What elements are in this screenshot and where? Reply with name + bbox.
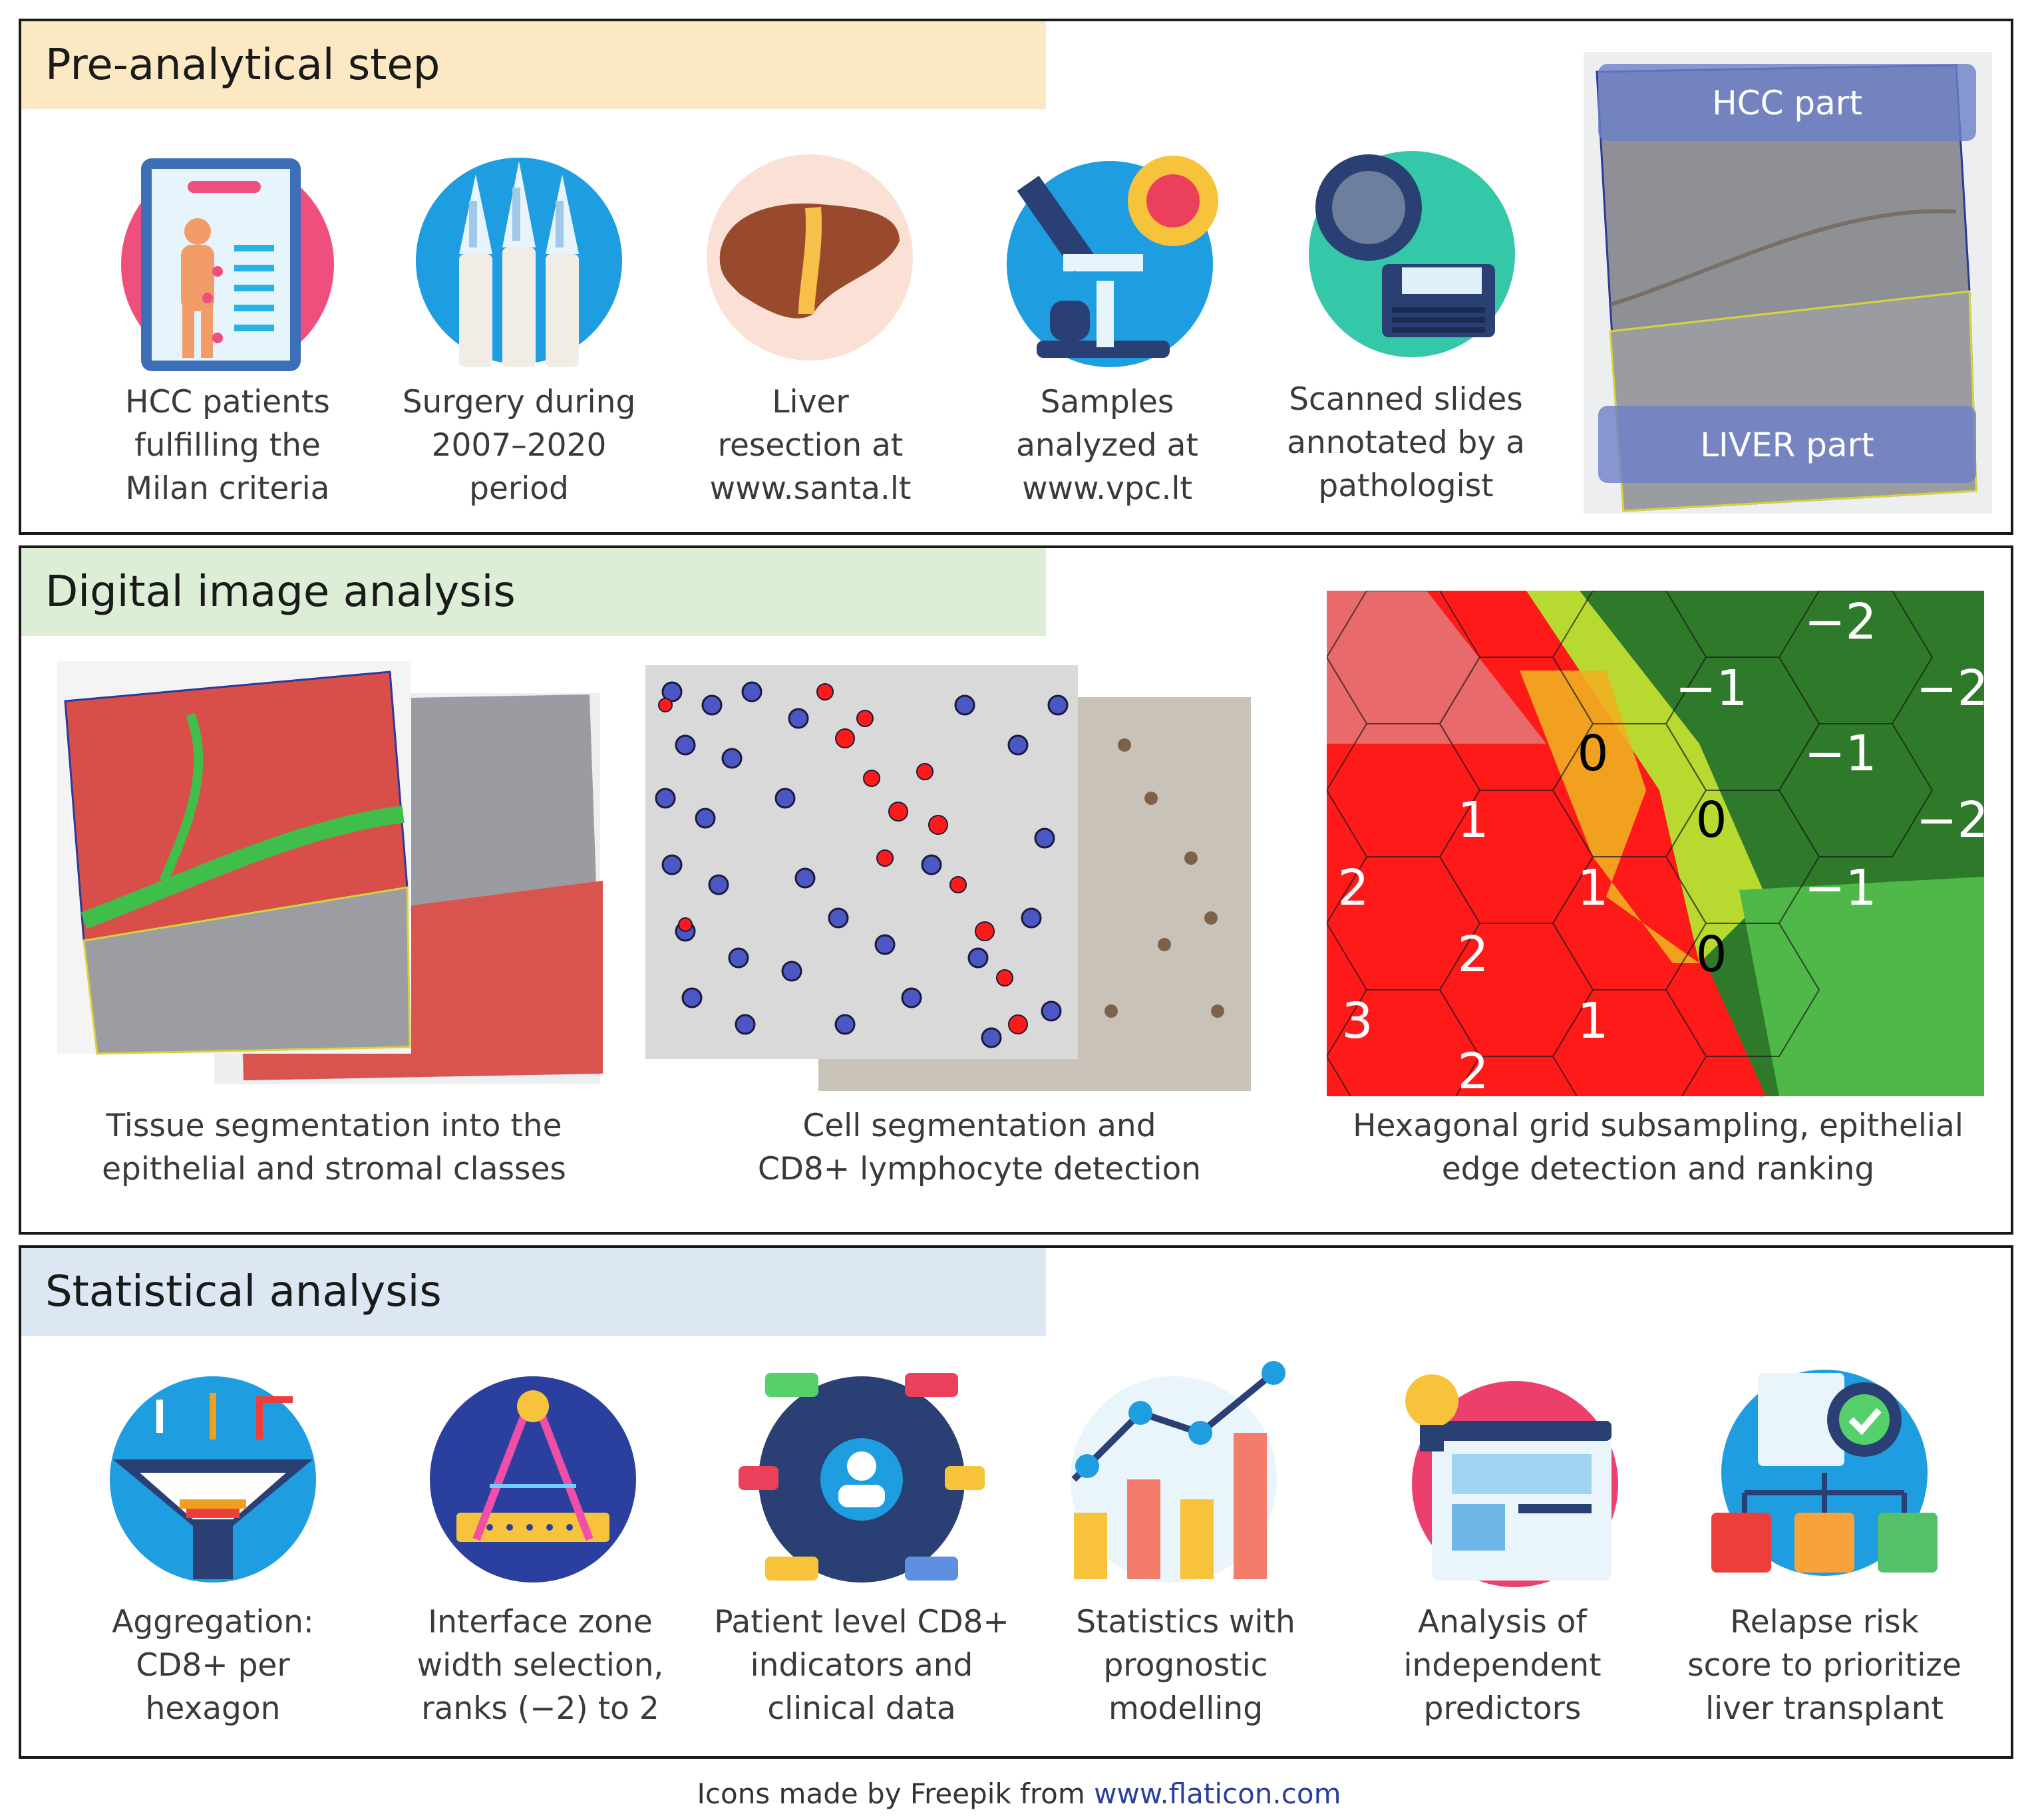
panel-title: Digital image analysis [21, 548, 1046, 636]
funnel-icon [110, 1376, 316, 1583]
step-caption: Liver resection at www.santa.lt [709, 384, 912, 507]
compass-icon [430, 1376, 636, 1583]
hex-rank: 2 [1337, 859, 1369, 917]
whole-slide-image: HCC part LIVER part [1584, 52, 1992, 514]
network-icon [739, 1373, 985, 1583]
hex-rank: 2 [1457, 1043, 1488, 1096]
step-caption: Patient level CD8+ indicators and clinic… [714, 1604, 1009, 1727]
panel-caption: Hexagonal grid subsampling, epithelial e… [1353, 1108, 1963, 1187]
panel-title: Statistical analysis [21, 1248, 1046, 1336]
hex-rank: 0 [1695, 926, 1727, 983]
liver-part-label: LIVER part [1700, 426, 1874, 464]
scalpels-icon [416, 158, 622, 367]
step-caption: Scanned slides annotated by a pathologis… [1287, 381, 1525, 504]
pre-analytical-panel: Pre-analytical step HCC patients fulfill… [19, 19, 2013, 535]
hex-rank: 1 [1457, 792, 1488, 849]
hex-rank: 0 [1577, 725, 1608, 782]
step-caption: HCC patients fulfilling the Milan criter… [125, 384, 330, 507]
chart-icon [1071, 1361, 1285, 1583]
panel-caption: Tissue segmentation into the epithelial … [102, 1108, 566, 1187]
hexagonal-grid-image: −2 −1 −2 0 −1 1 0 −2 2 1 −1 2 0 3 1 2 [1327, 591, 1984, 1096]
step-caption: Surgery during 2007–2020 period [402, 384, 636, 507]
step-caption: Analysis of independent predictors [1403, 1604, 1602, 1727]
step-caption: Relapse risk score to prioritize liver t… [1687, 1604, 1961, 1727]
hex-rank: 3 [1341, 992, 1373, 1050]
hex-rank: −1 [1804, 725, 1876, 782]
digital-analysis-panel: Digital image analysis Tissue segmentati… [19, 545, 2013, 1235]
hex-rank: −1 [1675, 660, 1747, 717]
step-caption: Samples analyzed at www.vpc.lt [1016, 384, 1198, 507]
step-caption: Statistics with prognostic modelling [1076, 1604, 1295, 1727]
org-check-icon [1711, 1370, 1938, 1576]
icon-credit: Icons made by Freepik from www.flaticon.… [0, 1777, 2038, 1810]
idea-browser-icon [1405, 1374, 1618, 1587]
slide-scanner-icon [1309, 151, 1515, 357]
hex-rank: 1 [1577, 859, 1608, 917]
liver-icon [707, 154, 913, 361]
hcc-part-label: HCC part [1712, 84, 1862, 122]
step-caption: Aggregation: CD8+ per hexagon [112, 1604, 314, 1727]
hex-rank: 1 [1577, 992, 1608, 1050]
hex-rank: 2 [1457, 926, 1488, 983]
cell-segmentation-image [645, 665, 1251, 1091]
hex-rank: −2 [1916, 660, 1984, 717]
hex-rank: 0 [1695, 792, 1727, 849]
microscope-icon [1007, 156, 1218, 367]
tissue-segmentation-image [57, 661, 603, 1084]
panel-caption: Cell segmentation and CD8+ lymphocyte de… [757, 1108, 1202, 1187]
hex-rank: −1 [1804, 859, 1876, 917]
statistical-analysis-panel: Statistical analysis Aggregation: CD8+ p… [19, 1245, 2013, 1759]
step-caption: Interface zone width selection, ranks (−… [417, 1604, 664, 1727]
credit-text: Icons made by Freepik from [697, 1777, 1095, 1810]
flaticon-link[interactable]: www.flaticon.com [1094, 1777, 1341, 1810]
hex-rank: −2 [1916, 792, 1984, 849]
patient-chart-icon [121, 158, 334, 371]
panel-title: Pre-analytical step [21, 21, 1046, 109]
hex-rank: −2 [1804, 593, 1876, 651]
